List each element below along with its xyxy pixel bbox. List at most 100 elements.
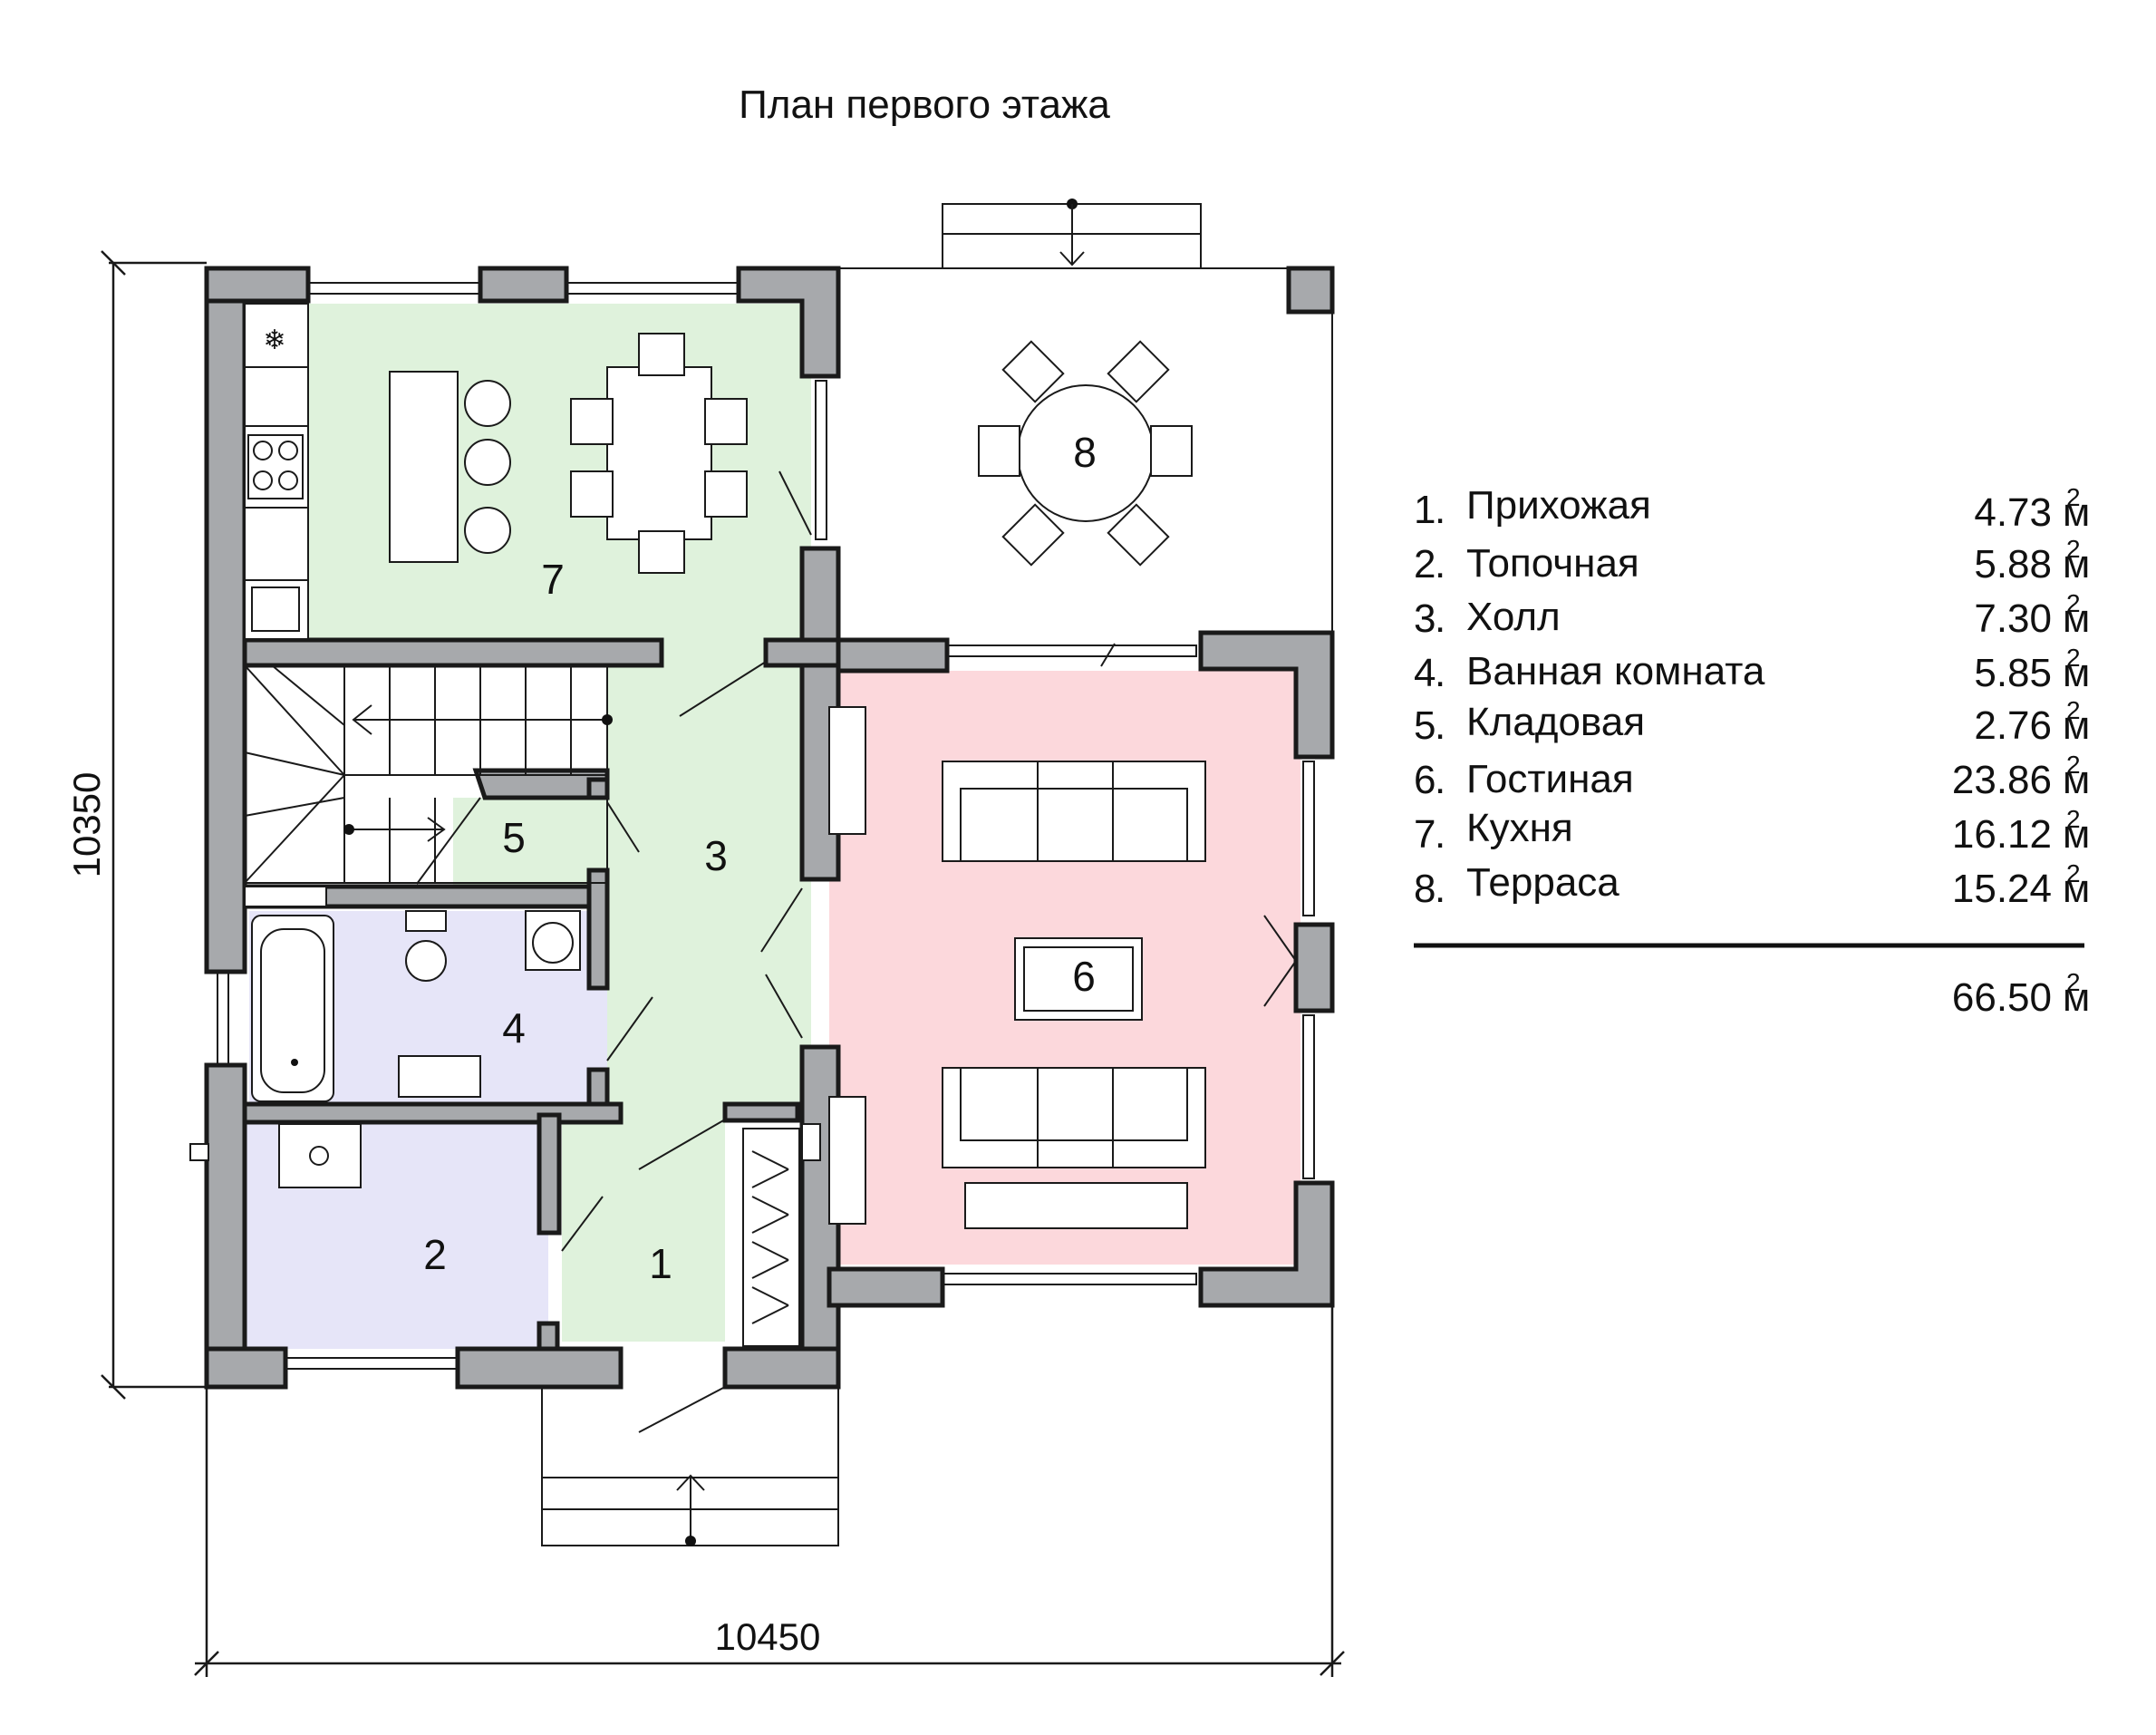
legend-area-7: 16.12	[1952, 812, 2052, 857]
dimension-height: 10350	[65, 772, 108, 878]
windows	[217, 282, 1315, 1370]
wall-kitchen-bottom	[242, 637, 664, 668]
legend-area-8: 15.24	[1952, 867, 2052, 911]
legend-name-4: Ванная комната	[1466, 649, 1765, 693]
wall-bath-jamb-bottom	[586, 1067, 610, 1109]
legend-area-2: 5.88	[1974, 542, 2052, 586]
legend-total-area: 66.50	[1952, 975, 2052, 1020]
room-number-3: 3	[704, 832, 728, 879]
svg-text:м: м	[2063, 812, 2090, 857]
svg-text:м: м	[2063, 490, 2090, 535]
wall-boiler-right	[537, 1112, 562, 1236]
wall-top-mid	[478, 266, 569, 304]
room-legend: 1. Прихожая 4.73 м 2 2. Топочная 5.88 м …	[1414, 483, 2090, 1020]
svg-text:.: .	[1435, 867, 1445, 911]
stool-2	[464, 439, 511, 486]
kitchen-sink	[251, 586, 300, 632]
legend-area-3: 7.30	[1974, 596, 2052, 641]
boiler	[278, 1123, 362, 1188]
room-number-5: 5	[502, 814, 526, 861]
svg-text:2: 2	[2066, 805, 2081, 833]
svg-text:м: м	[2063, 703, 2090, 748]
window-living-right-1	[1302, 761, 1315, 916]
wall-hall-top	[763, 637, 841, 668]
room-number-7: 7	[541, 556, 565, 603]
window-boiler-bottom	[285, 1357, 459, 1370]
wall-left-lower	[204, 1062, 247, 1390]
svg-text:2: 2	[2066, 859, 2081, 887]
svg-text:.: .	[1435, 542, 1445, 586]
svg-text:м: м	[2063, 542, 2090, 586]
legend-name-8: Терраса	[1466, 860, 1619, 905]
kitchen-island	[389, 371, 459, 563]
legend-area-1: 4.73	[1974, 490, 2052, 535]
wall-storage-jamb	[586, 777, 610, 800]
bath-sink	[398, 1055, 481, 1098]
svg-text:.: .	[1435, 703, 1445, 748]
living-furniture	[828, 706, 1206, 1229]
wall-bottom-left	[204, 1346, 288, 1390]
legend-name-3: Холл	[1466, 595, 1561, 639]
svg-text:м: м	[2063, 975, 2090, 1020]
stairs	[244, 664, 613, 885]
plan-title: План первого этажа	[739, 82, 1110, 127]
washing-machine	[525, 910, 581, 971]
svg-text:2: 2	[2066, 589, 2081, 617]
wall-boiler-jamb	[537, 1321, 560, 1352]
legend-num-2: 2	[1414, 542, 1436, 586]
svg-text:.: .	[1435, 488, 1445, 532]
svg-text:.: .	[1435, 758, 1445, 802]
wall-living-bottom-right	[1198, 1180, 1335, 1308]
legend-num-5: 5	[1414, 703, 1436, 748]
hall-fill	[562, 644, 811, 1342]
wall-bath-bottom	[242, 1101, 624, 1125]
door-swing-boiler	[561, 1196, 604, 1252]
legend-row-1: 1. Прихожая 4.73 м 2	[1414, 483, 2090, 535]
storage-fill	[453, 798, 607, 888]
legend-area-6: 23.86	[1952, 758, 2052, 802]
svg-text:2: 2	[2066, 696, 2081, 724]
wall-top-left	[204, 266, 311, 304]
dimension-width: 10450	[715, 1615, 821, 1658]
legend-row-4: 4. Ванная комната 5.85 м 2	[1414, 644, 2090, 695]
window-top-1	[307, 282, 481, 295]
svg-text:м: м	[2063, 867, 2090, 911]
room-number-8: 8	[1073, 429, 1097, 476]
exterior-vent	[189, 1143, 209, 1161]
legend-num-3: 3	[1414, 596, 1436, 641]
svg-text:м: м	[2063, 758, 2090, 802]
room-number-4: 4	[502, 1004, 526, 1052]
entry-sink	[801, 1123, 821, 1161]
svg-text:2: 2	[2066, 483, 2081, 511]
svg-text:2: 2	[2066, 644, 2081, 672]
door-swings	[606, 643, 1297, 1433]
legend-row-3: 3. Холл 7.30 м 2	[1414, 589, 2090, 641]
window-top-2	[566, 282, 740, 295]
sideboard-bottom	[828, 1096, 866, 1225]
toilet	[405, 940, 447, 982]
terrace	[838, 199, 1333, 633]
legend-row-8: 8. Терраса 15.24 м 2	[1414, 859, 2090, 911]
legend-row-5: 5. Кладовая 2.76 м 2	[1414, 696, 2090, 748]
svg-text:.: .	[1435, 812, 1445, 857]
legend-name-5: Кладовая	[1466, 700, 1645, 744]
svg-text:2: 2	[2066, 751, 2081, 779]
stool-3	[464, 507, 511, 554]
svg-text:2: 2	[2066, 968, 2081, 996]
legend-area-5: 2.76	[1974, 703, 2052, 748]
fridge-icon: ❄	[263, 325, 285, 355]
svg-text:.: .	[1435, 596, 1445, 641]
legend-name-6: Гостиная	[1466, 757, 1634, 801]
wardrobe	[742, 1123, 821, 1347]
wall-bottom-right	[722, 1346, 841, 1390]
legend-row-6: 6. Гостиная 23.86 м 2	[1414, 751, 2090, 802]
window-kitchen-right	[815, 380, 827, 540]
room-numbers: 1 2 3 4 5 6 7 8	[423, 429, 1097, 1287]
legend-total: 66.50 м 2	[1952, 968, 2090, 1020]
wall-living-top-left	[836, 637, 950, 674]
wall-living-right-mid	[1293, 922, 1335, 1013]
bath-fixtures	[244, 886, 581, 1102]
wall-bath-jamb-top	[586, 868, 610, 991]
kitchen-furniture: ❄	[244, 303, 812, 640]
legend-num-4: 4	[1414, 651, 1436, 695]
